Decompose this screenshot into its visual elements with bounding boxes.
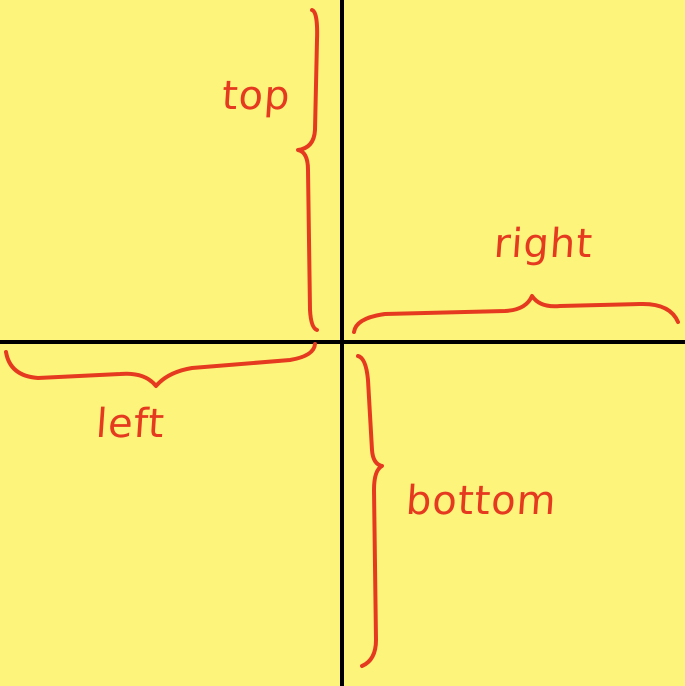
top-brace	[296, 8, 320, 332]
left-label: left	[94, 401, 167, 447]
right-label: right	[492, 221, 595, 267]
top-label: top	[220, 73, 293, 119]
bottom-label: bottom	[404, 478, 559, 524]
left-brace	[4, 342, 317, 388]
bottom-brace	[356, 354, 384, 668]
right-brace	[352, 294, 680, 334]
